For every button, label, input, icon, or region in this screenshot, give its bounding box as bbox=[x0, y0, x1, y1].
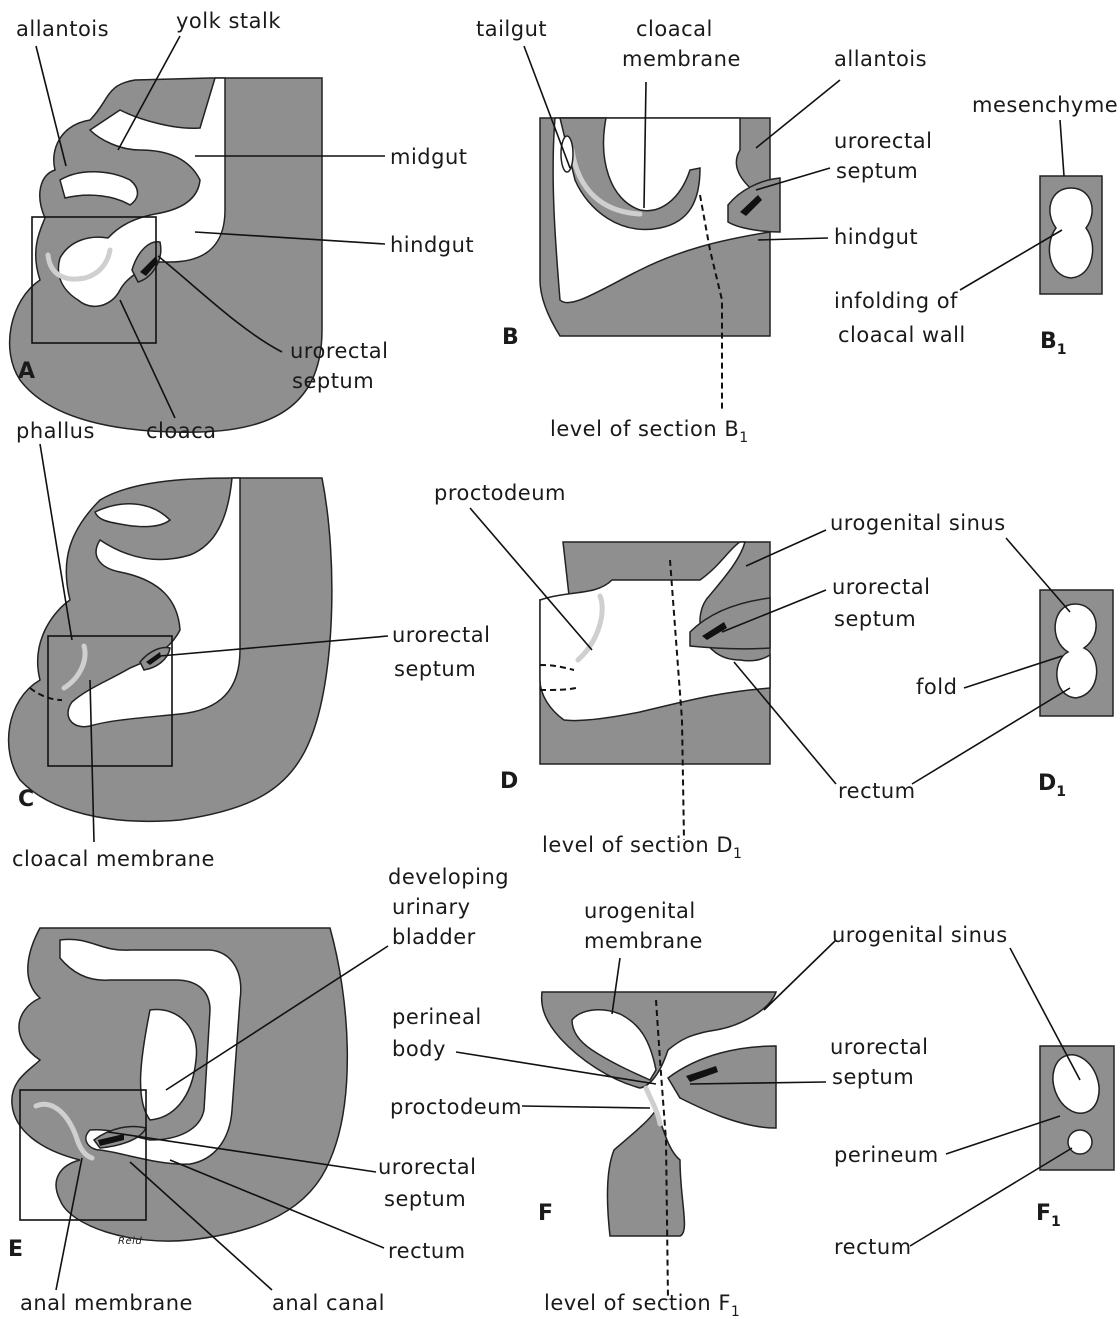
panel-d: proctodeum urogenital sinus urorectal se… bbox=[434, 481, 1006, 862]
panel-letter-b: B bbox=[502, 325, 519, 350]
label-section-d: level of section D1 bbox=[542, 833, 742, 862]
panel-letter-d: D bbox=[500, 769, 518, 794]
panel-c-leader-phallus bbox=[40, 444, 72, 640]
label-urorectal-d-2: septum bbox=[834, 607, 916, 631]
label-proctodeum-d: proctodeum bbox=[434, 481, 566, 505]
panel-a-leader-allantois bbox=[36, 46, 66, 166]
panel-f-leader-urogenital-sinus bbox=[764, 940, 836, 1010]
label-section-f-sub: 1 bbox=[731, 1304, 740, 1319]
panel-b-tailgut-lumen bbox=[561, 136, 573, 172]
panel-f-septum bbox=[668, 1046, 776, 1128]
label-urorectal-b-2: septum bbox=[836, 159, 918, 183]
panel-c: phallus urorectal septum cloacal membran… bbox=[9, 419, 491, 871]
label-allantois-a: allantois bbox=[16, 17, 109, 41]
label-perineal-1: perineal bbox=[392, 1005, 482, 1029]
panel-a: allantois yolk stalk midgut hindgut uror… bbox=[10, 9, 475, 443]
panel-letter-f1-sub: 1 bbox=[1051, 1214, 1061, 1230]
panel-letter-e: E bbox=[8, 1237, 23, 1262]
label-allantois-b: allantois bbox=[834, 47, 927, 71]
label-urorectal-b-1: urorectal bbox=[834, 129, 932, 153]
label-anal-canal: anal canal bbox=[272, 1291, 385, 1315]
label-developing-1: developing bbox=[388, 865, 509, 889]
label-perineum: perineum bbox=[834, 1143, 939, 1167]
label-urorectal-c-2: septum bbox=[394, 657, 476, 681]
signature-reid: Reid bbox=[118, 1236, 142, 1247]
label-fold: fold bbox=[916, 675, 957, 699]
panel-letter-a: A bbox=[18, 359, 35, 384]
label-cloacal-membrane-c: cloacal membrane bbox=[12, 847, 215, 871]
label-section-d-sub: 1 bbox=[733, 846, 742, 862]
label-section-b: level of section B1 bbox=[550, 417, 749, 446]
panel-d1-leader-urogenital-sinus bbox=[1006, 538, 1070, 612]
label-urorectal-a-2: septum bbox=[292, 369, 374, 393]
panel-b1-leader-mesenchyme bbox=[1060, 120, 1064, 176]
label-urorectal-e-2: septum bbox=[384, 1187, 466, 1211]
label-urorectal-f-1: urorectal bbox=[830, 1035, 928, 1059]
label-urorectal-d-1: urorectal bbox=[832, 575, 930, 599]
panel-f-leader-proctodeum bbox=[522, 1106, 650, 1108]
panel-f: urogenital membrane urogenital sinus per… bbox=[390, 899, 1008, 1319]
label-cloacal-b-2: membrane bbox=[622, 47, 741, 71]
label-cloacal-b-1: cloacal bbox=[636, 17, 713, 41]
label-urogenital-sinus-d: urogenital sinus bbox=[830, 511, 1006, 535]
label-section-b-text: level of section B bbox=[550, 417, 739, 441]
label-urogenital-membrane-2: membrane bbox=[584, 929, 703, 953]
label-tailgut: tailgut bbox=[476, 17, 547, 41]
label-anal-membrane: anal membrane bbox=[20, 1291, 193, 1315]
panel-letter-b1-text: B bbox=[1040, 329, 1057, 354]
panel-letter-b1: B1 bbox=[1040, 329, 1067, 358]
panel-letter-d1-sub: 1 bbox=[1056, 784, 1066, 800]
label-hindgut-a: hindgut bbox=[390, 233, 474, 257]
label-urogenital-membrane-1: urogenital bbox=[584, 899, 696, 923]
panel-letter-d1-text: D bbox=[1038, 771, 1056, 796]
label-urorectal-c-1: urorectal bbox=[392, 623, 490, 647]
label-developing-2: urinary bbox=[392, 895, 471, 919]
label-developing-3: bladder bbox=[392, 925, 476, 949]
panel-letter-c: C bbox=[18, 787, 34, 812]
label-yolk-stalk: yolk stalk bbox=[176, 9, 281, 33]
label-infolding-1: infolding of bbox=[834, 289, 958, 313]
label-proctodeum-f: proctodeum bbox=[390, 1095, 522, 1119]
panel-letter-f: F bbox=[538, 1201, 553, 1226]
label-infolding-2: cloacal wall bbox=[838, 323, 966, 347]
panel-e: Reid developing urinary bladder urorecta… bbox=[8, 865, 509, 1315]
panel-f-lower-tissue bbox=[607, 1110, 684, 1236]
label-cloaca: cloaca bbox=[146, 419, 217, 443]
panel-f1-lower-lumen bbox=[1068, 1130, 1092, 1154]
label-urogenital-sinus-f: urogenital sinus bbox=[832, 923, 1008, 947]
panel-b: tailgut cloacal membrane allantois urore… bbox=[476, 17, 932, 446]
panel-d1-leader-rectum bbox=[912, 688, 1070, 784]
label-urorectal-e-1: urorectal bbox=[378, 1155, 476, 1179]
panel-letter-b1-sub: 1 bbox=[1057, 342, 1067, 358]
label-section-d-text: level of section D bbox=[542, 833, 733, 857]
label-rectum-d: rectum bbox=[838, 779, 916, 803]
label-section-b-sub: 1 bbox=[739, 430, 748, 446]
label-rectum-e: rectum bbox=[388, 1239, 466, 1263]
panel-letter-d1: D1 bbox=[1038, 771, 1066, 800]
label-rectum-f1: rectum bbox=[834, 1235, 912, 1259]
label-midgut: midgut bbox=[390, 145, 468, 169]
panel-letter-f1: F1 bbox=[1036, 1201, 1061, 1230]
panel-b-leader-allantois bbox=[756, 80, 840, 148]
label-urorectal-a-1: urorectal bbox=[290, 339, 388, 363]
panel-f1: perineum rectum F1 bbox=[834, 948, 1114, 1259]
label-phallus: phallus bbox=[16, 419, 95, 443]
label-urorectal-f-2: septum bbox=[832, 1065, 914, 1089]
label-hindgut-b: hindgut bbox=[834, 225, 918, 249]
label-mesenchyme: mesenchyme bbox=[972, 93, 1118, 117]
label-section-f-text: level of section F bbox=[544, 1291, 731, 1315]
panel-letter-f1-text: F bbox=[1036, 1201, 1051, 1226]
label-section-f: level of section F1 bbox=[544, 1291, 740, 1319]
panel-d1: fold D1 bbox=[912, 538, 1113, 800]
label-perineal-2: body bbox=[392, 1037, 446, 1061]
